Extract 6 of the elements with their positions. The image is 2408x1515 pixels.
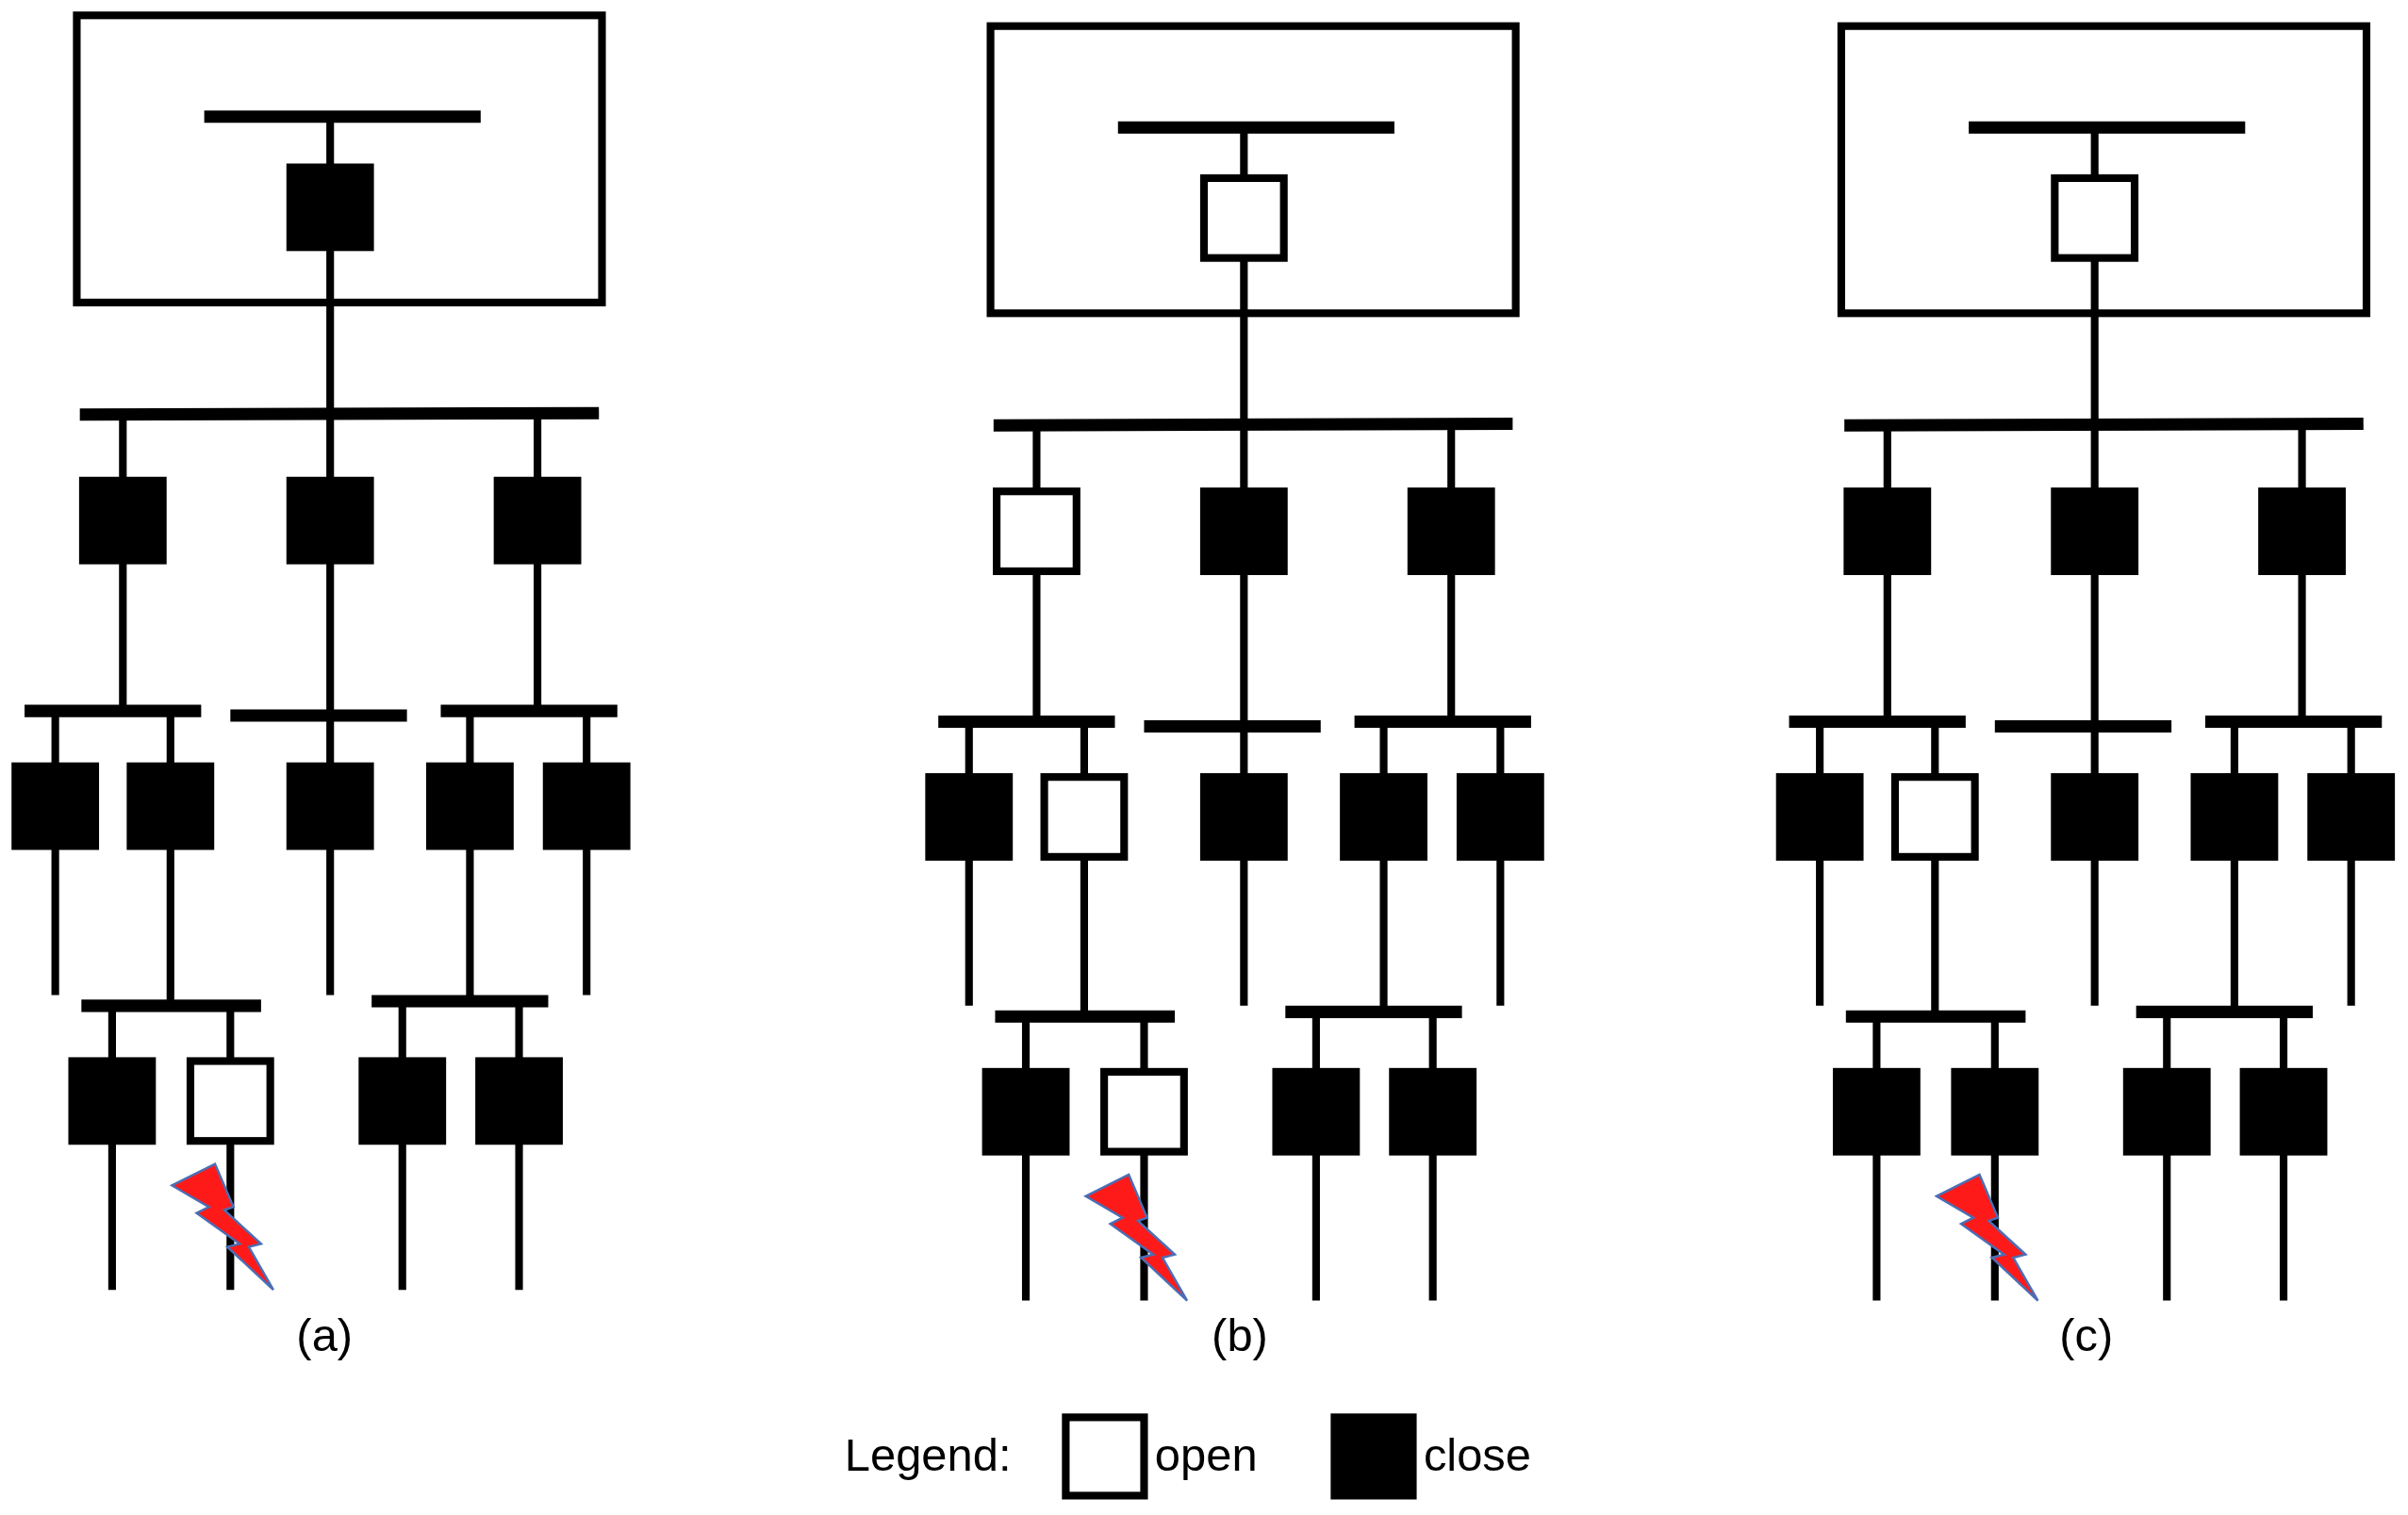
legend-text: open [1154, 1432, 1258, 1479]
panel-label: (a) [296, 1312, 354, 1359]
legend-text: close [1423, 1432, 1531, 1479]
panel-label: (b) [1212, 1312, 1268, 1359]
panel-label: (c) [2059, 1312, 2114, 1359]
legend-title: Legend: [844, 1432, 1012, 1479]
